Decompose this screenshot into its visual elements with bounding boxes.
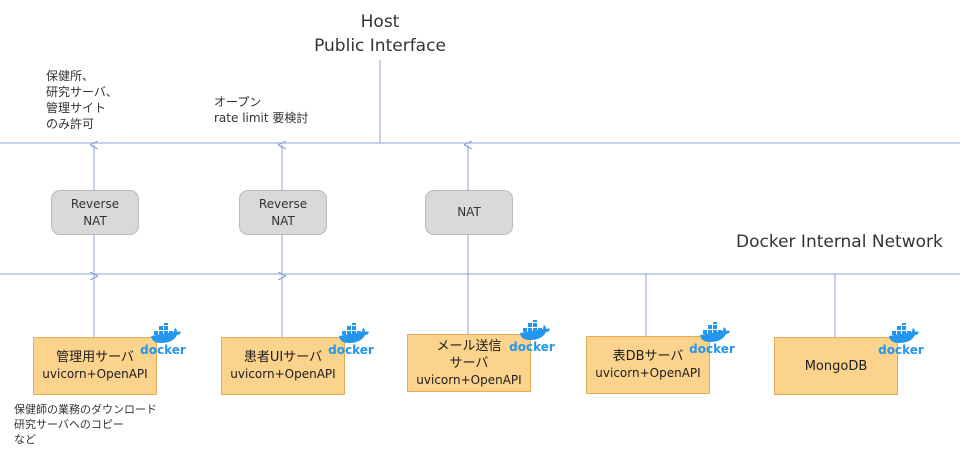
docker-whale-icon [339, 323, 369, 343]
service-name: メール送信 サーバ [436, 338, 502, 371]
note-allowed-sources: 保健所、 研究サーバ、 管理サイト のみ許可 [46, 69, 118, 131]
docker-whale-icon [151, 323, 181, 343]
host-title-line2: Public Interface [314, 36, 446, 56]
service-runtime: uvicorn+OpenAPI [42, 367, 148, 381]
gateway-reverse-nat-1: Reverse NAT [51, 190, 139, 235]
service-table-db-server: 表DBサーバ uvicorn+OpenAPI [586, 336, 710, 394]
service-mail-server: メール送信 サーバ uvicorn+OpenAPI [407, 334, 531, 392]
docker-whale-icon [700, 322, 730, 342]
gateway-reverse-nat-2: Reverse NAT [239, 190, 327, 235]
host-title-line1: Host [360, 12, 400, 32]
docker-logo-text: docker [140, 343, 186, 357]
note-download-copy: 保健師の業務のダウンロード 研究サーバへのコピー など [14, 403, 157, 446]
docker-whale-icon [520, 320, 550, 340]
docker-logo-text: docker [689, 342, 735, 356]
docker-logo-2: docker [328, 323, 374, 363]
host-title: Host Public Interface [300, 10, 460, 58]
service-admin-server: 管理用サーバ uvicorn+OpenAPI [33, 337, 157, 395]
docker-logo-1: docker [140, 323, 186, 363]
docker-logo-text: docker [328, 343, 374, 357]
docker-logo-4: docker [689, 322, 735, 362]
docker-network-label: Docker Internal Network [736, 232, 943, 252]
service-patient-ui-server: 患者UIサーバ uvicorn+OpenAPI [221, 337, 345, 395]
service-name: 表DBサーバ [612, 349, 684, 364]
service-mongodb: MongoDB [774, 337, 898, 395]
service-name: 管理用サーバ [56, 350, 134, 365]
note-open-rate-limit: オープン rate limit 要検討 [214, 95, 309, 125]
service-runtime: uvicorn+OpenAPI [416, 372, 522, 387]
service-name: 患者UIサーバ [243, 350, 323, 365]
service-name: MongoDB [804, 358, 868, 374]
docker-logo-3: docker [509, 320, 555, 360]
service-runtime: uvicorn+OpenAPI [595, 366, 701, 380]
docker-whale-icon [889, 323, 919, 343]
docker-logo-5: docker [878, 323, 924, 363]
gateway-nat: NAT [425, 190, 513, 235]
service-runtime: uvicorn+OpenAPI [230, 367, 336, 381]
docker-logo-text: docker [509, 340, 555, 354]
docker-logo-text: docker [878, 343, 924, 357]
